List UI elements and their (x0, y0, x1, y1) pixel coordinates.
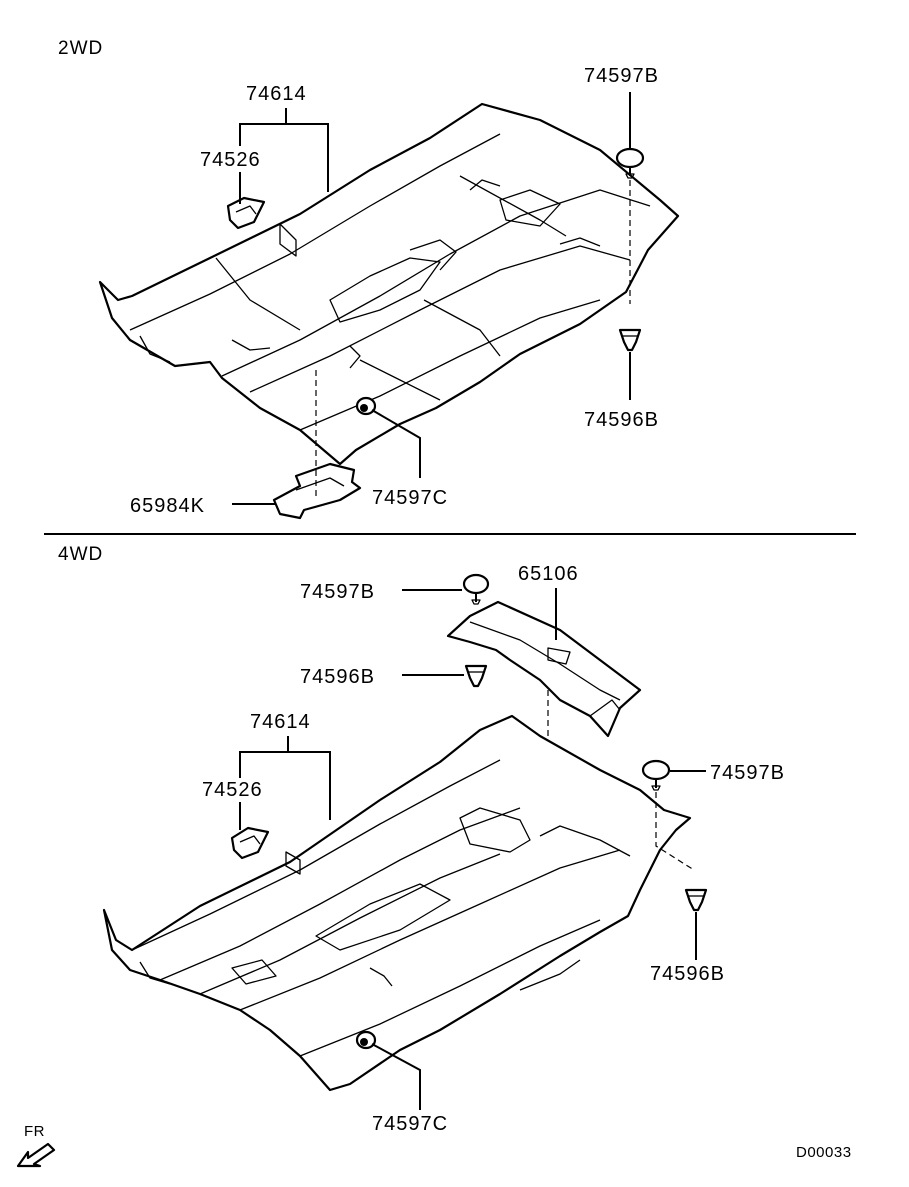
cap-74597b-4wd-left (462, 573, 490, 605)
callout-74526-2wd: 74526 (200, 149, 261, 171)
floor-carpet-4wd (102, 714, 692, 1092)
hook-part-4wd (230, 826, 270, 860)
clip-74596b-4wd-right (684, 888, 708, 912)
section-label-4wd: 4WD (58, 544, 103, 565)
callout-74597b-4wd-right: 74597B (710, 762, 785, 784)
pad-65984k-2wd (272, 462, 362, 520)
callout-74596b-4wd-right: 74596B (650, 963, 725, 985)
callout-74614-4wd: 74614 (250, 711, 311, 733)
callout-74597c-4wd: 74597C (372, 1113, 448, 1135)
tunnel-pad-65106 (446, 600, 642, 738)
callout-74596b-2wd: 74596B (584, 409, 659, 431)
front-label: FR (24, 1123, 45, 1140)
callout-74597b-4wd-left: 74597B (300, 581, 375, 603)
callout-65106-4wd: 65106 (518, 563, 579, 585)
floor-carpet-2wd (98, 102, 680, 466)
callout-74597b-2wd: 74597B (584, 65, 659, 87)
clip-74597c-2wd (355, 396, 377, 416)
callout-74526-4wd: 74526 (202, 779, 263, 801)
callout-74596b-4wd-left: 74596B (300, 666, 375, 688)
callout-74614-2wd: 74614 (246, 83, 307, 105)
callout-65984k-2wd: 65984K (130, 495, 205, 517)
diagram-code: D00033 (796, 1144, 852, 1161)
leader-lines-4wd (239, 588, 706, 1110)
cap-74597b-4wd-right (641, 759, 671, 791)
section-label-2wd: 2WD (58, 38, 103, 59)
clip-74597c-4wd (355, 1030, 377, 1050)
callout-74597c-2wd: 74597C (372, 487, 448, 509)
leader-lines-2wd (232, 92, 631, 505)
hook-part-2wd (226, 196, 266, 230)
cap-74597b-2wd (615, 147, 645, 179)
clip-74596b-4wd-left (464, 664, 488, 688)
front-arrow-icon (16, 1142, 56, 1168)
clip-74596b-2wd (618, 328, 642, 352)
